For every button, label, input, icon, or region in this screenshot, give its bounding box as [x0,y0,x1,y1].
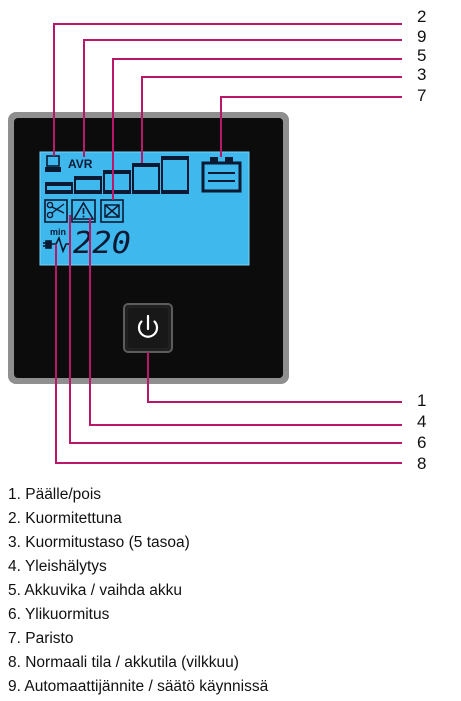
power-button[interactable] [123,303,173,353]
callout-label-3: 3 [417,65,426,84]
callout-line-3 [141,76,402,163]
battery-icon [201,157,242,193]
legend-item-5: 5. Akkuvika / vaihda akku [8,582,183,599]
callout-label-9: 9 [417,27,426,46]
callout-line-5 [112,58,402,200]
legend-list: 1. Päälle/pois 2. Kuormitettuna 3. Kuorm… [8,483,268,699]
legend-item-8: 8. Normaali tila / akkutila (vilkkuu) [8,654,239,671]
callout-line-7 [220,96,402,157]
legend-item-6: 6. Ylikuormitus [8,606,110,623]
legend-item-3: 3. Kuormitustaso (5 tasoa) [8,534,190,551]
callout-label-6: 6 [417,433,426,452]
legend-item-7: 7. Paristo [8,630,74,647]
overload-icon [44,199,68,223]
callout-label-4: 4 [417,412,426,431]
legend-item-2: 2. Kuormitettuna [8,510,122,527]
min-label: min [50,227,66,237]
legend-item-4: 4. Yleishälytys [8,558,107,575]
callout-label-1: 1 [417,391,426,410]
battery-fault-icon [100,199,124,223]
power-icon [137,314,159,338]
callout-label-5: 5 [417,46,426,65]
callout-lines [53,23,402,464]
callout-label-2: 2 [417,7,426,26]
legend-item-9: 9. Automaattijännite / säätö käynnissä [8,678,269,695]
callout-line-8 [55,244,402,464]
callout-line-9 [83,39,402,157]
callout-line-1 [147,352,402,403]
callout-label-7: 7 [417,86,426,105]
callout-label-8: 8 [417,454,426,473]
warning-icon [71,199,96,223]
callout-line-2 [53,23,402,156]
avr-label: AVR [68,157,93,171]
legend-item-1: 1. Päälle/pois [8,486,102,503]
callout-line-4 [89,218,402,426]
callout-line-6 [69,215,402,444]
voltage-readout: 220 [73,226,131,261]
